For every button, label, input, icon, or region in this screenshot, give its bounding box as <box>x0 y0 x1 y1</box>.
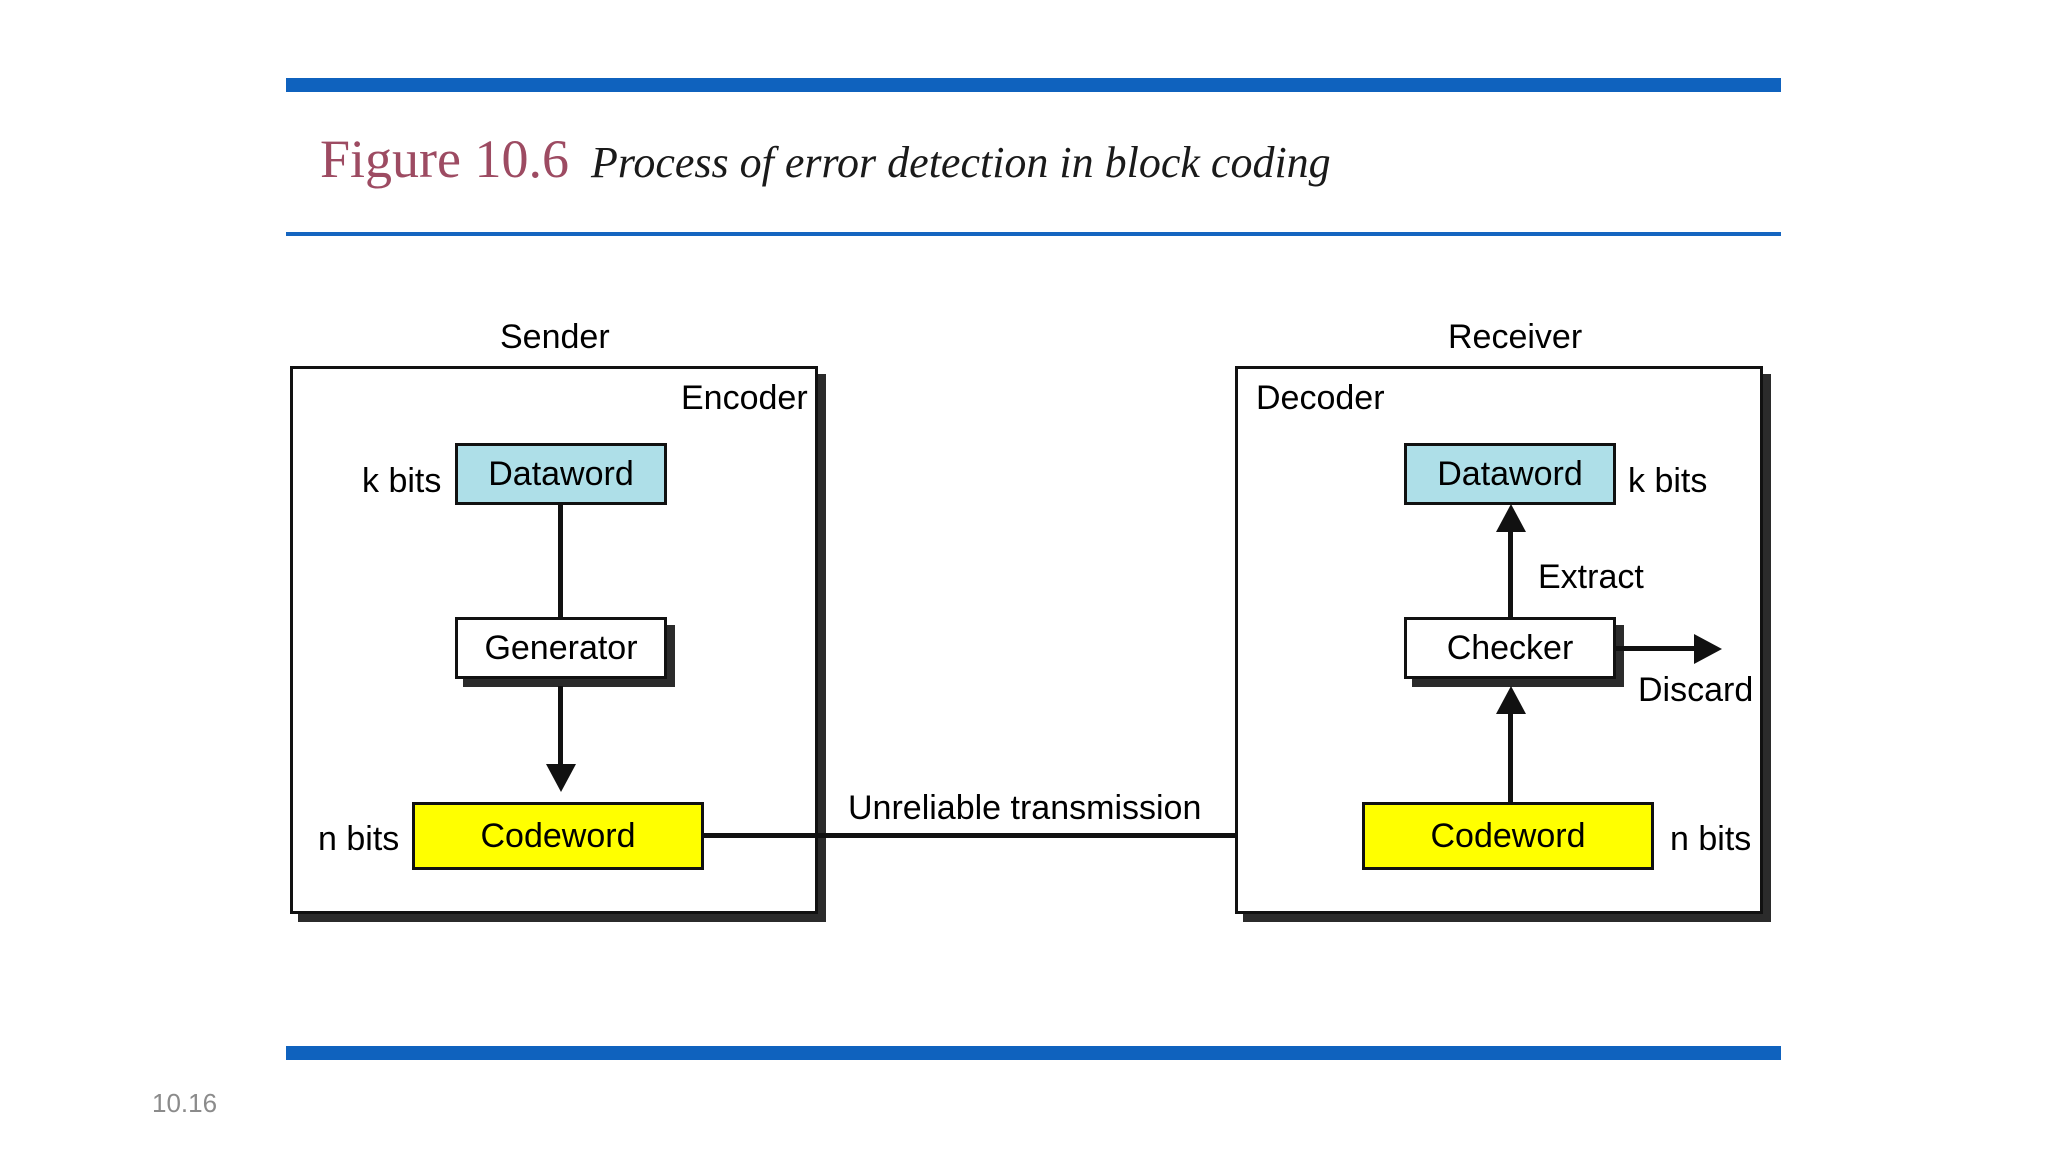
discard-line <box>1616 646 1702 651</box>
sender-title-label: Sender <box>500 318 610 356</box>
figure-caption-text: Process of error detection in block codi… <box>591 138 1331 187</box>
sender-dataword-node: Dataword <box>455 443 667 505</box>
page-number-label: 10.16 <box>152 1088 218 1118</box>
codeword-to-checker-arrowhead <box>1496 686 1526 714</box>
receiver-dataword-node: Dataword <box>1404 443 1616 505</box>
receiver-checker-node: Checker <box>1404 617 1616 679</box>
codeword-to-checker-line <box>1508 712 1513 804</box>
discard-arrowhead <box>1694 634 1722 664</box>
transmission-line <box>704 833 1350 838</box>
checker-to-dataword-line <box>1508 532 1513 617</box>
sender-generator-node: Generator <box>455 617 667 679</box>
receiver-n-bits-label: n bits <box>1670 820 1752 858</box>
sender-generator-to-codeword-arrowhead <box>546 764 576 792</box>
sender-codeword-node: Codeword <box>412 802 704 870</box>
receiver-codeword-node: Codeword <box>1362 802 1654 870</box>
sender-n-bits-label: n bits <box>318 820 400 858</box>
unreliable-transmission-label: Unreliable transmission <box>848 789 1202 827</box>
sender-generator-to-codeword-line <box>558 686 563 772</box>
sender-k-bits-label: k bits <box>362 462 442 500</box>
discard-label: Discard <box>1638 671 1754 709</box>
encoder-label: Encoder <box>681 379 808 417</box>
sender-dataword-to-generator-line <box>558 505 563 617</box>
title-underline-rule <box>286 232 1781 236</box>
checker-to-dataword-arrowhead <box>1496 504 1526 532</box>
figure-number-label: Figure 10.6 <box>320 129 569 189</box>
receiver-k-bits-label: k bits <box>1628 462 1708 500</box>
receiver-title-label: Receiver <box>1448 318 1583 356</box>
top-accent-bar <box>286 78 1781 92</box>
extract-label: Extract <box>1538 558 1644 596</box>
bottom-accent-bar <box>286 1046 1781 1060</box>
page-title: Figure 10.6 Process of error detection in… <box>320 128 1331 190</box>
decoder-label: Decoder <box>1256 379 1385 417</box>
